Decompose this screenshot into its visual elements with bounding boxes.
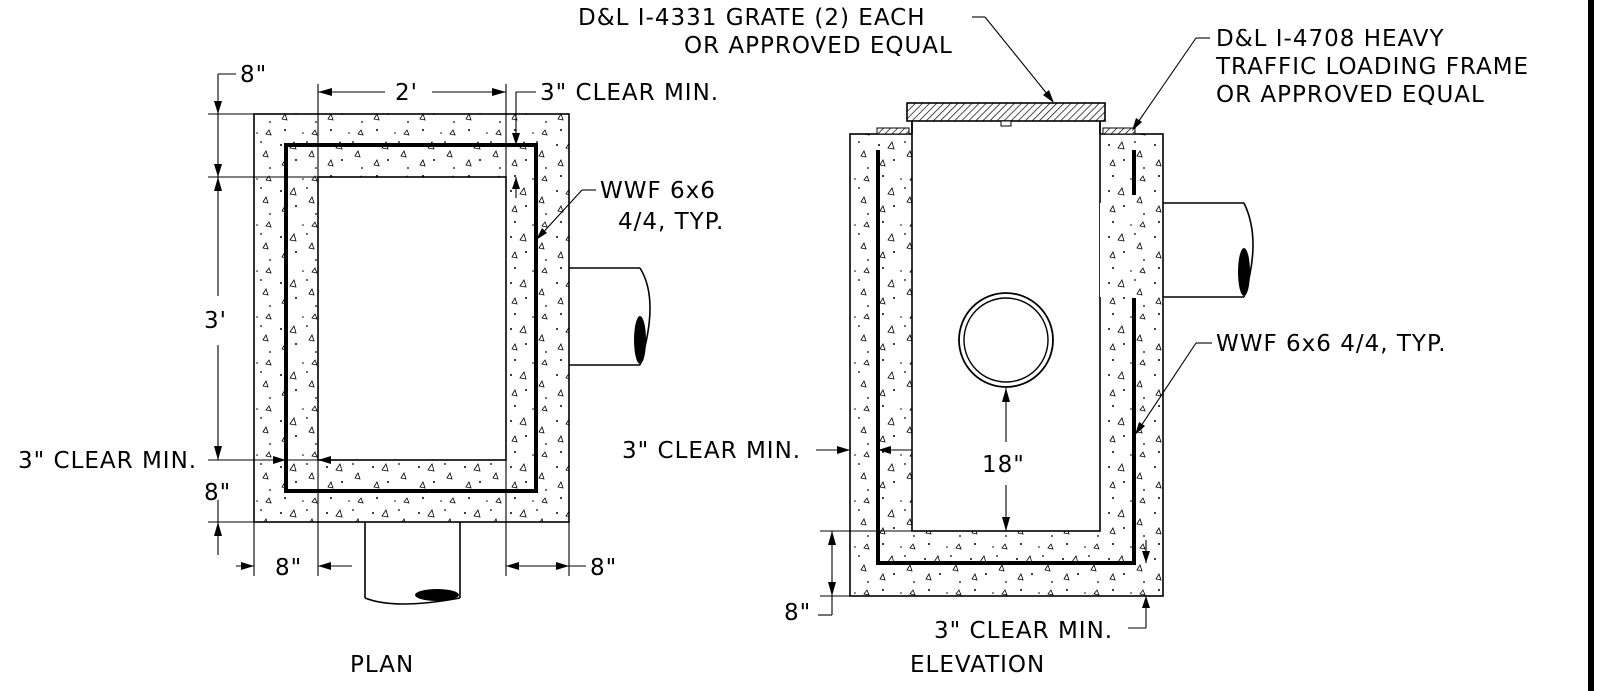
elevation-dim-invert-label: 18" <box>982 452 1025 478</box>
plan-note-wwf-line1: WWF 6x6 <box>600 178 716 204</box>
plan-dim-right-wall: 8" <box>505 460 617 581</box>
plan-pipe-bottom <box>364 495 461 605</box>
elevation-note-clear-bottom: 3" CLEAR MIN. <box>934 540 1150 644</box>
elevation-note-grate-line2: OR APPROVED EQUAL <box>684 33 953 59</box>
plan-rebar <box>284 143 538 493</box>
sheet-border <box>1588 0 1594 691</box>
elevation-title: ELEVATION <box>910 652 1045 678</box>
elevation-view: 18" 3" CLEAR MIN. 8" 3" CLEAR <box>578 5 1529 678</box>
elevation-rebar <box>876 150 1136 565</box>
elevation-note-wwf: WWF 6x6 4/4, TYP. <box>1135 331 1447 435</box>
plan-inner-opening <box>317 176 507 461</box>
elevation-dim-floor: 8" <box>784 530 912 626</box>
elevation-dim-invert: 18" <box>982 388 1025 531</box>
plan-note-wwf-line2: 4/4, TYP. <box>618 209 724 235</box>
plan-note-clear-top-label: 3" CLEAR MIN. <box>540 80 719 106</box>
elevation-frame-left <box>876 127 910 135</box>
elevation-note-clear-bottom-label: 3" CLEAR MIN. <box>934 618 1113 644</box>
elevation-note-grate-line1: D&L I-4331 GRATE (2) EACH <box>578 5 926 31</box>
plan-dim-right-wall-label: 8" <box>590 555 617 581</box>
plan-note-clear-left-label: 3" CLEAR MIN. <box>18 448 197 474</box>
elevation-note-frame-line2: TRAFFIC LOADING FRAME <box>1215 54 1529 80</box>
elevation-dim-floor-label: 8" <box>784 600 811 626</box>
plan-view: 8" 2' 3" CLEAR MIN. WWF 6x6 4/ <box>18 62 724 678</box>
plan-dim-bottom-wall-label: 8" <box>204 480 231 506</box>
plan-dim-width: 2' <box>317 80 507 177</box>
elevation-grate <box>906 102 1106 122</box>
elevation-pipe-opening <box>958 292 1054 388</box>
elevation-note-frame: D&L I-4708 HEAVY TRAFFIC LOADING FRAME O… <box>1132 26 1529 131</box>
plan-note-clear-left: 3" CLEAR MIN. <box>18 448 331 474</box>
plan-dim-top-wall-label: 8" <box>240 62 267 88</box>
elevation-note-clear-left-label: 3" CLEAR MIN. <box>622 438 801 464</box>
plan-dim-height-label: 3' <box>204 308 227 334</box>
elevation-note-grate: D&L I-4331 GRATE (2) EACH OR APPROVED EQ… <box>578 5 1054 103</box>
plan-dim-bottom-wall: 8" <box>204 480 254 555</box>
plan-dim-left-wall-label: 8" <box>275 555 302 581</box>
elevation-frame-right <box>1102 127 1136 135</box>
elevation-note-wwf-label: WWF 6x6 4/4, TYP. <box>1216 331 1447 357</box>
plan-note-wwf: WWF 6x6 4/4, TYP. <box>536 178 724 240</box>
plan-title: PLAN <box>350 652 414 678</box>
plan-dim-left-wall: 8" <box>236 460 352 581</box>
plan-dim-width-label: 2' <box>395 80 418 106</box>
plan-note-clear-top: 3" CLEAR MIN. <box>512 80 719 198</box>
plan-dim-height: 3' <box>204 177 318 461</box>
elevation-pipe-right <box>1100 202 1254 298</box>
elevation-note-frame-line1: D&L I-4708 HEAVY <box>1216 26 1445 52</box>
elevation-note-clear-left: 3" CLEAR MIN. <box>622 438 912 464</box>
plan-dim-top-wall: 8" <box>208 62 318 178</box>
elevation-note-frame-line3: OR APPROVED EQUAL <box>1216 82 1485 108</box>
